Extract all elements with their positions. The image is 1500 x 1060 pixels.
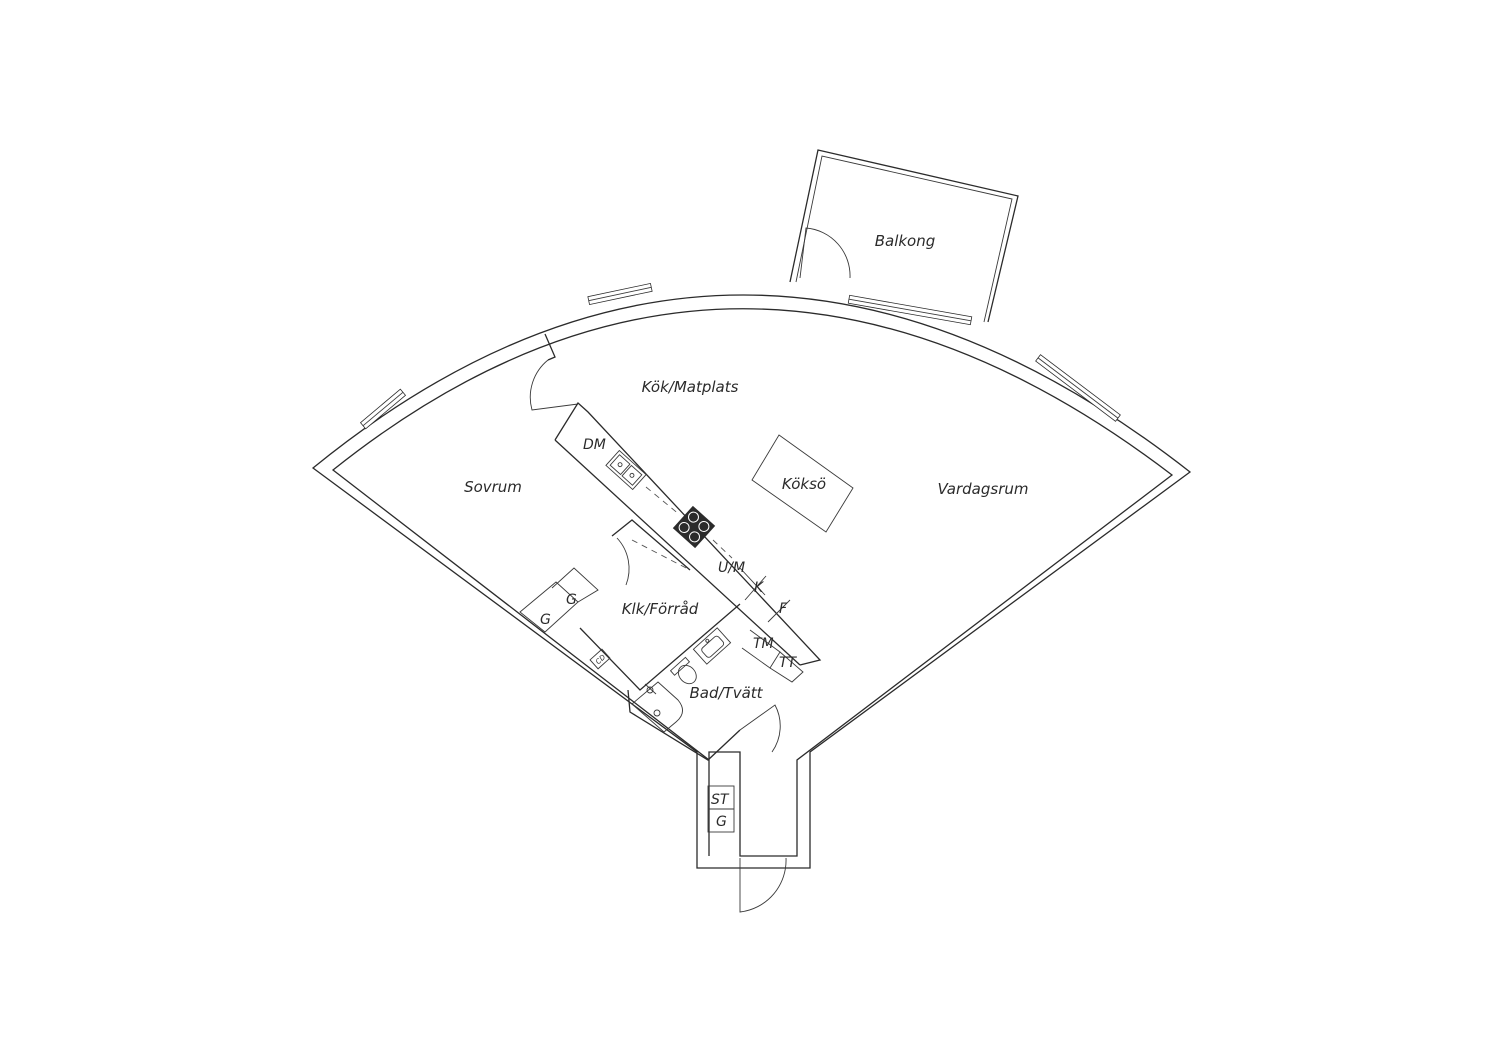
fixture-labels: DM U/M K F TM TT G G ST G CD [540, 437, 798, 830]
wardrobes [519, 567, 611, 670]
stove-icon [672, 505, 716, 549]
fixture-label-g1: G [566, 592, 577, 608]
fixture-label-st: ST [711, 792, 730, 808]
fixture-label-k: K [754, 580, 765, 596]
kitchen-counter [605, 449, 791, 623]
washbasin-icon [692, 627, 732, 665]
entrance-storage [707, 785, 735, 833]
fixture-label-f: F [779, 601, 788, 617]
shower-icon [631, 681, 683, 733]
bathroom-fixtures [631, 627, 804, 733]
room-label-vardagsrum: Vardagsrum [938, 480, 1029, 498]
room-label-kok-matplats: Kök/Matplats [642, 378, 739, 396]
windows [359, 282, 1121, 430]
room-label-bad-tvatt: Bad/Tvätt [689, 684, 763, 702]
room-label-koks-o: Köksö [782, 475, 826, 493]
room-label-klk-forrad: Klk/Förråd [622, 600, 699, 618]
kitchen-island [751, 434, 854, 533]
fixture-label-tm: TM [753, 636, 774, 652]
room-labels: Balkong Kök/Matplats Sovrum Köksö Vardag… [464, 232, 1028, 702]
sink-icon [605, 449, 647, 491]
fixture-label-g3: G [716, 814, 727, 830]
fixture-label-g2: G [540, 612, 551, 628]
fixture-label-dm: DM [583, 437, 606, 453]
fixture-label-tt: TT [779, 655, 798, 671]
outer-walls [311, 294, 1192, 869]
balcony [789, 149, 1019, 323]
room-label-balkong: Balkong [875, 232, 936, 250]
interior-walls [529, 333, 822, 913]
room-label-sovrum: Sovrum [464, 478, 522, 496]
toilet-icon [669, 656, 697, 685]
fixture-label-um: U/M [718, 560, 745, 576]
